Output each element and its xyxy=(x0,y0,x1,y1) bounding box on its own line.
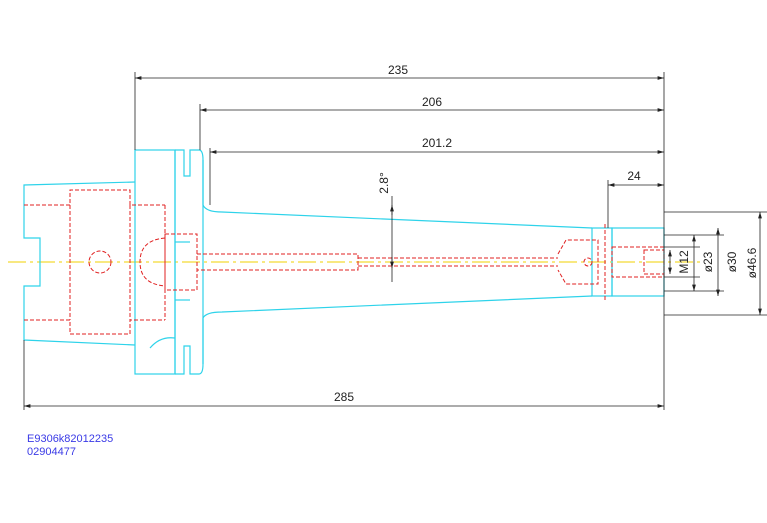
nose-hole xyxy=(583,257,593,267)
dim-235: 235 xyxy=(388,63,408,77)
pull-stud-seat xyxy=(164,233,198,291)
coolant-bore xyxy=(197,253,359,271)
dim-dia-23: ø23 xyxy=(701,251,715,272)
dim-dia-30: ø30 xyxy=(725,251,739,272)
shank-bore xyxy=(24,319,165,335)
extension-body xyxy=(202,160,593,229)
extension-body xyxy=(202,295,593,364)
drive-collar xyxy=(175,149,204,375)
cross-hole xyxy=(88,250,112,274)
pull-stud-seat xyxy=(139,237,166,287)
dim-206: 206 xyxy=(422,95,442,109)
dim-201-2: 201.2 xyxy=(422,136,452,150)
collar-notch xyxy=(149,337,176,349)
dim-24: 24 xyxy=(627,169,641,183)
shank-outline xyxy=(23,181,136,346)
dim-dia-46-6: ø46.6 xyxy=(745,247,759,278)
dim-285: 285 xyxy=(334,390,354,404)
dimensions xyxy=(23,72,767,410)
part-number: E9306k82012235 xyxy=(27,433,114,445)
nose-bore xyxy=(557,239,599,285)
dim-m12: M12 xyxy=(677,250,691,274)
shank-bore xyxy=(24,189,165,206)
dim-taper-angle: 2.8° xyxy=(377,172,391,194)
order-number: 02904477 xyxy=(27,446,76,458)
